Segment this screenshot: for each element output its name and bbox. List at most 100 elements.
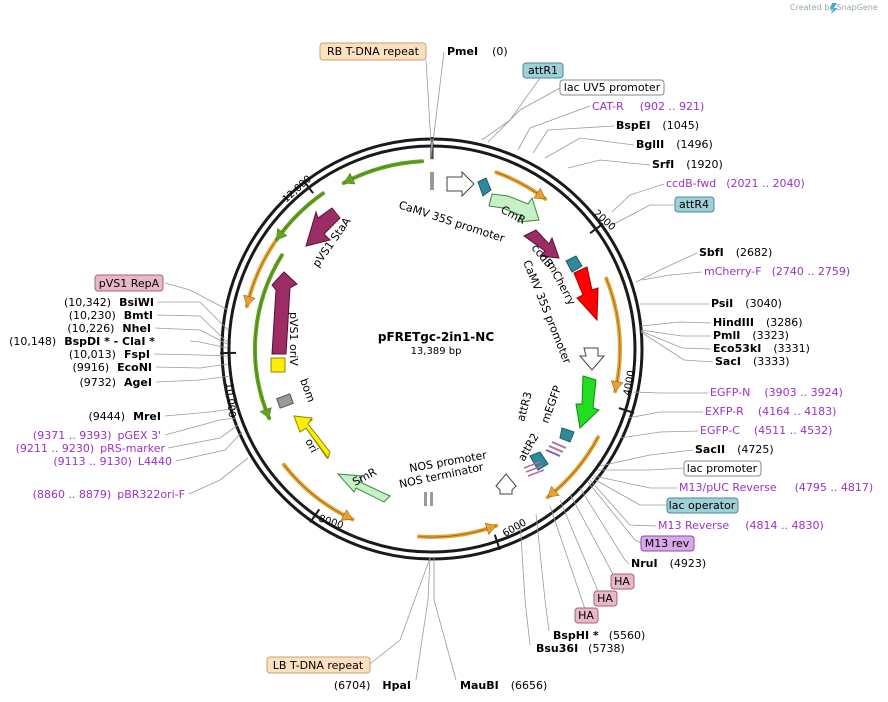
box-rb-tdna: RB T-DNA repeat	[319, 42, 427, 61]
enzyme-label: NruI(4923)	[631, 557, 706, 570]
leader-line	[188, 457, 249, 495]
svg-text:(10,013)FspI: (10,013)FspI	[69, 348, 150, 361]
svg-text:lac promoter: lac promoter	[687, 462, 758, 475]
label-bom: bom	[297, 377, 318, 404]
orf-arrowhead	[533, 187, 546, 200]
enzyme-label: Bsu36I(5738)	[536, 642, 625, 655]
enzyme-label: (6704)HpaI	[334, 679, 411, 692]
svg-text:MauBI(6656): MauBI(6656)	[460, 679, 547, 692]
svg-text:PmlI(3323): PmlI(3323)	[713, 329, 789, 342]
snapgene-logo-icon	[830, 3, 838, 14]
svg-text:RB T-DNA repeat: RB T-DNA repeat	[327, 45, 420, 58]
svg-text:attR4: attR4	[679, 198, 709, 211]
primer-label: (9371 .. 9393)pGEX 3'	[33, 429, 161, 442]
leader-line	[164, 407, 239, 417]
primer-label: M13/pUC Reverse(4795 .. 4817)	[679, 481, 873, 494]
svg-text:M13/pUC Reverse(4795 .. 4817): M13/pUC Reverse(4795 .. 4817)	[679, 481, 873, 494]
primer-label: EXFP-R(4164 .. 4183)	[705, 405, 836, 418]
svg-text:SacII(4725): SacII(4725)	[695, 443, 774, 456]
leader-line	[153, 353, 228, 357]
orf-arc-outline	[254, 255, 283, 419]
plasmid-length: 13,389 bp	[411, 346, 462, 357]
feature-ccdb	[523, 229, 560, 259]
leader-line	[175, 431, 243, 462]
leader-line	[156, 314, 228, 343]
orf-arrowhead	[343, 172, 356, 185]
enzyme-label: BglII(1496)	[636, 138, 713, 151]
svg-text:PmeI(0): PmeI(0)	[447, 45, 508, 58]
leader-line	[589, 479, 657, 527]
box-attr1: attR1	[522, 62, 564, 79]
ha-tags-icon	[545, 441, 567, 457]
feature-bom	[276, 393, 294, 409]
enzyme-label: PsiI(3040)	[711, 297, 782, 310]
label-attr3: attR3	[514, 390, 534, 422]
leader-line	[535, 513, 550, 632]
svg-text:(6704)HpaI: (6704)HpaI	[334, 679, 411, 692]
box-pvs1-repa: pVS1 RepA	[94, 274, 164, 292]
enzyme-label: (9916)EcoNI	[73, 361, 152, 374]
label-megfp: mEGFP	[539, 383, 565, 425]
leader-line	[164, 417, 237, 436]
leader-line	[369, 557, 431, 665]
tick-mark	[493, 534, 501, 551]
feature-pvs1-staa	[305, 207, 341, 247]
enzyme-label: SacII(4725)	[695, 443, 774, 456]
box-lac-uv5: lac UV5 promoter	[559, 79, 665, 96]
svg-text:NruI(4923): NruI(4923)	[631, 557, 706, 570]
primer-label: EGFP-C(4511 .. 4532)	[700, 424, 832, 437]
svg-text:PsiI(3040): PsiI(3040)	[711, 297, 782, 310]
leader-line	[481, 77, 541, 141]
leader-line	[415, 557, 431, 681]
leader-line	[433, 558, 457, 681]
feature-nos-promoter	[424, 492, 433, 506]
svg-text:pVS1 RepA: pVS1 RepA	[99, 277, 160, 290]
feature-camv35s-1	[430, 170, 475, 198]
box-ha-3: HA	[574, 607, 599, 624]
leader-line	[640, 331, 714, 363]
tick-mark	[309, 508, 321, 524]
orf-arc	[604, 276, 622, 394]
leader-line	[532, 125, 615, 154]
enzyme-label: HindIII(3286)	[713, 316, 803, 329]
svg-text:(10,342)BsiWI: (10,342)BsiWI	[64, 296, 154, 309]
leader-line	[189, 340, 228, 349]
enzyme-label: MauBI(6656)	[460, 679, 547, 692]
svg-text:(9916)EcoNI: (9916)EcoNI	[73, 361, 152, 374]
feature-pvs1-oriv-yellow	[270, 357, 286, 373]
tick-mark	[302, 179, 314, 194]
leader-line	[544, 137, 635, 159]
tick-mark	[589, 222, 604, 234]
leader-line	[611, 183, 665, 213]
svg-text:mCherry-F(2740 .. 2759): mCherry-F(2740 .. 2759)	[704, 265, 850, 278]
tick-label: 4000	[622, 370, 637, 397]
svg-text:HA: HA	[614, 575, 630, 588]
enzyme-label: (9732)AgeI	[79, 376, 152, 389]
svg-text:EGFP-C(4511 .. 4532): EGFP-C(4511 .. 4532)	[700, 424, 832, 437]
svg-text:attR1: attR1	[528, 64, 558, 77]
enzyme-label: (10,342)BsiWI	[64, 296, 154, 309]
svg-text:(9211 .. 9230)pRS-marker: (9211 .. 9230)pRS-marker	[16, 442, 166, 455]
box-ha-2: HA	[593, 590, 618, 607]
enzyme-label: (10,230)BmtI	[69, 309, 153, 322]
orf-arrowhead	[243, 294, 256, 307]
leader-line	[641, 271, 703, 281]
orf-arrowhead	[484, 522, 497, 536]
svg-text:BspEI(1045): BspEI(1045)	[616, 119, 699, 132]
box-lac-promoter: lac promoter	[683, 460, 762, 477]
feature-attr4	[565, 255, 583, 273]
orf-arc-outline	[606, 278, 621, 392]
svg-text:(9371 .. 9393)pGEX 3': (9371 .. 9393)pGEX 3'	[33, 429, 161, 442]
leader-line	[431, 51, 445, 151]
plasmid-name: pFRETgc-2in1-NC	[378, 330, 494, 344]
orf-arrowhead	[610, 380, 624, 392]
leader-line	[549, 505, 587, 613]
orf-arrowhead	[259, 407, 272, 419]
svg-text:Bsu36I(5738): Bsu36I(5738)	[536, 642, 625, 655]
svg-text:SrfI(1920): SrfI(1920)	[652, 158, 723, 171]
leader-lines	[153, 51, 714, 681]
box-lac-operator: lac operator	[666, 497, 739, 514]
enzyme-label: (9444)MreI	[88, 410, 161, 423]
svg-text:lac operator: lac operator	[669, 499, 736, 512]
